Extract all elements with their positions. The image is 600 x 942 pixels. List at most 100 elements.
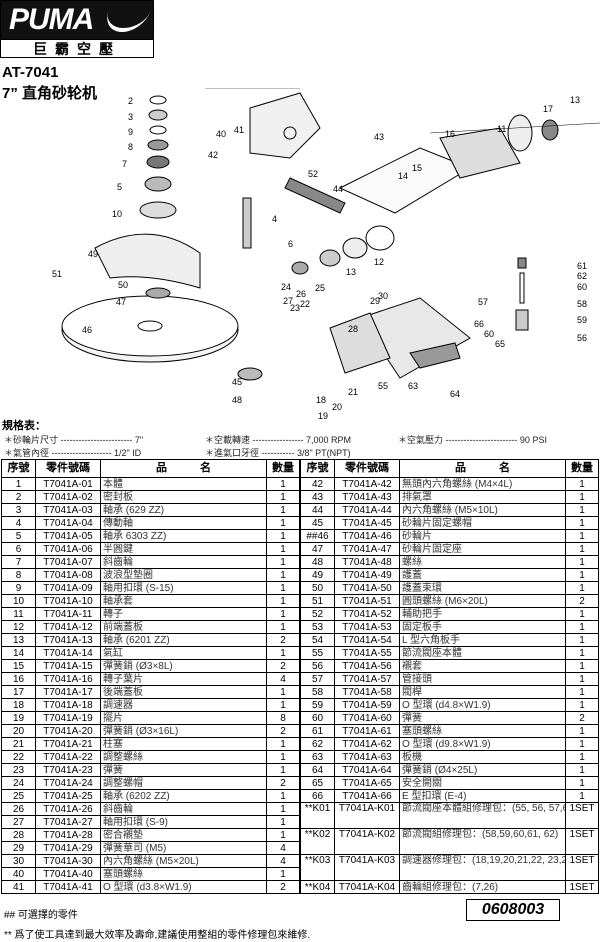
- item-no: 52: [300, 607, 335, 621]
- item-no: 11: [1, 607, 36, 621]
- part-name: 後端蓋板: [100, 685, 267, 699]
- part-name: 擺片: [100, 711, 267, 725]
- item-no: 61: [300, 724, 335, 738]
- part-name: 斜齒輪: [100, 555, 267, 569]
- part-name: 彈簧華司 (M5): [100, 841, 267, 855]
- header-part-no: 零件號碼: [35, 459, 101, 478]
- part-number: T7041A-43: [334, 490, 400, 504]
- part-number: T7041A-40: [35, 867, 101, 881]
- callout-56: 56: [577, 333, 588, 343]
- item-no: 10: [1, 594, 36, 608]
- item-no: 60: [300, 711, 335, 725]
- callout-20: 20: [332, 402, 343, 412]
- item-no: **K04: [300, 880, 335, 894]
- callout-7: 7: [122, 159, 128, 169]
- part-name: 排氣罩: [399, 490, 566, 504]
- quantity: 1: [565, 516, 599, 530]
- part-name: 砂輪片: [399, 529, 566, 543]
- part-number: T7041A-26: [35, 802, 101, 816]
- part-name: 節流閥座本體: [399, 646, 566, 660]
- quantity: 1: [266, 503, 300, 517]
- callout-19: 19: [318, 411, 329, 421]
- part-name: L 型六角板手: [399, 633, 566, 647]
- part-name: 轉子: [100, 607, 267, 621]
- callout-47: 47: [116, 297, 127, 307]
- part-name: 軸承 (6202 ZZ): [100, 789, 267, 803]
- callout-3: 3: [128, 112, 134, 122]
- callout-46: 46: [82, 325, 93, 335]
- item-no: 25: [1, 789, 36, 803]
- callout-61: 61: [577, 261, 588, 271]
- item-no: 57: [300, 672, 335, 686]
- item-no: 30: [1, 854, 36, 868]
- part-number: T7041A-63: [334, 750, 400, 764]
- callout-66: 66: [474, 319, 485, 329]
- spec-title: 規格表：: [2, 420, 46, 432]
- part-name: 彈簧: [100, 763, 267, 777]
- quantity: 1: [266, 867, 300, 881]
- item-no: 13: [1, 633, 36, 647]
- quantity: 1: [266, 477, 300, 491]
- callout-6: 6: [288, 239, 294, 249]
- motor-housing: [338, 114, 559, 214]
- quantity: 2: [266, 724, 300, 738]
- part-number: T7041A-29: [35, 841, 101, 855]
- header-no: 序號: [300, 459, 335, 478]
- item-no: 5: [1, 529, 36, 543]
- part-name: 彈簧: [399, 711, 566, 725]
- callout-60: 60: [484, 329, 495, 339]
- part-number: T7041A-60: [334, 711, 400, 725]
- quantity: 1: [266, 789, 300, 803]
- quantity: 2: [266, 659, 300, 673]
- governor-parts: [291, 225, 395, 275]
- callout-22: 22: [300, 299, 311, 309]
- callout-60: 60: [577, 282, 588, 292]
- item-no: 28: [1, 828, 36, 842]
- callout-26: 26: [296, 289, 307, 299]
- quantity: 1: [266, 568, 300, 582]
- part-name: 圓頭螺絲 (M6×20L): [399, 594, 566, 608]
- part-name: 軸承 (6201 ZZ): [100, 633, 267, 647]
- part-number: T7041A-55: [334, 646, 400, 660]
- item-no: 58: [300, 685, 335, 699]
- part-number: T7041A-07: [35, 555, 101, 569]
- part-name: 軸承 6303 ZZ): [100, 529, 267, 543]
- quantity: 1: [266, 620, 300, 634]
- quantity: 1: [266, 516, 300, 530]
- part-number: T7041A-19: [35, 711, 101, 725]
- item-no: 40: [1, 867, 36, 881]
- callout-43: 43: [374, 132, 385, 142]
- quantity: 1: [266, 646, 300, 660]
- spec-free-speed: ＊空載轉速 ----------------- 7,000 RPM: [205, 435, 351, 445]
- callout-63: 63: [408, 381, 419, 391]
- quantity: 1: [565, 633, 599, 647]
- item-no: 14: [1, 646, 36, 660]
- shaft: [242, 197, 252, 249]
- part-name: 傳動軸: [100, 516, 267, 530]
- puma-logo: PUMA 巨霸空壓: [0, 0, 154, 58]
- quantity: 1: [266, 750, 300, 764]
- callout-51: 51: [52, 269, 63, 279]
- callout-24: 24: [281, 282, 292, 292]
- quantity: 1: [266, 737, 300, 751]
- quantity: 1: [565, 646, 599, 660]
- quantity: 1: [565, 503, 599, 517]
- part-name: 軸用扣環 (S-9): [100, 815, 267, 829]
- item-no: 43: [300, 490, 335, 504]
